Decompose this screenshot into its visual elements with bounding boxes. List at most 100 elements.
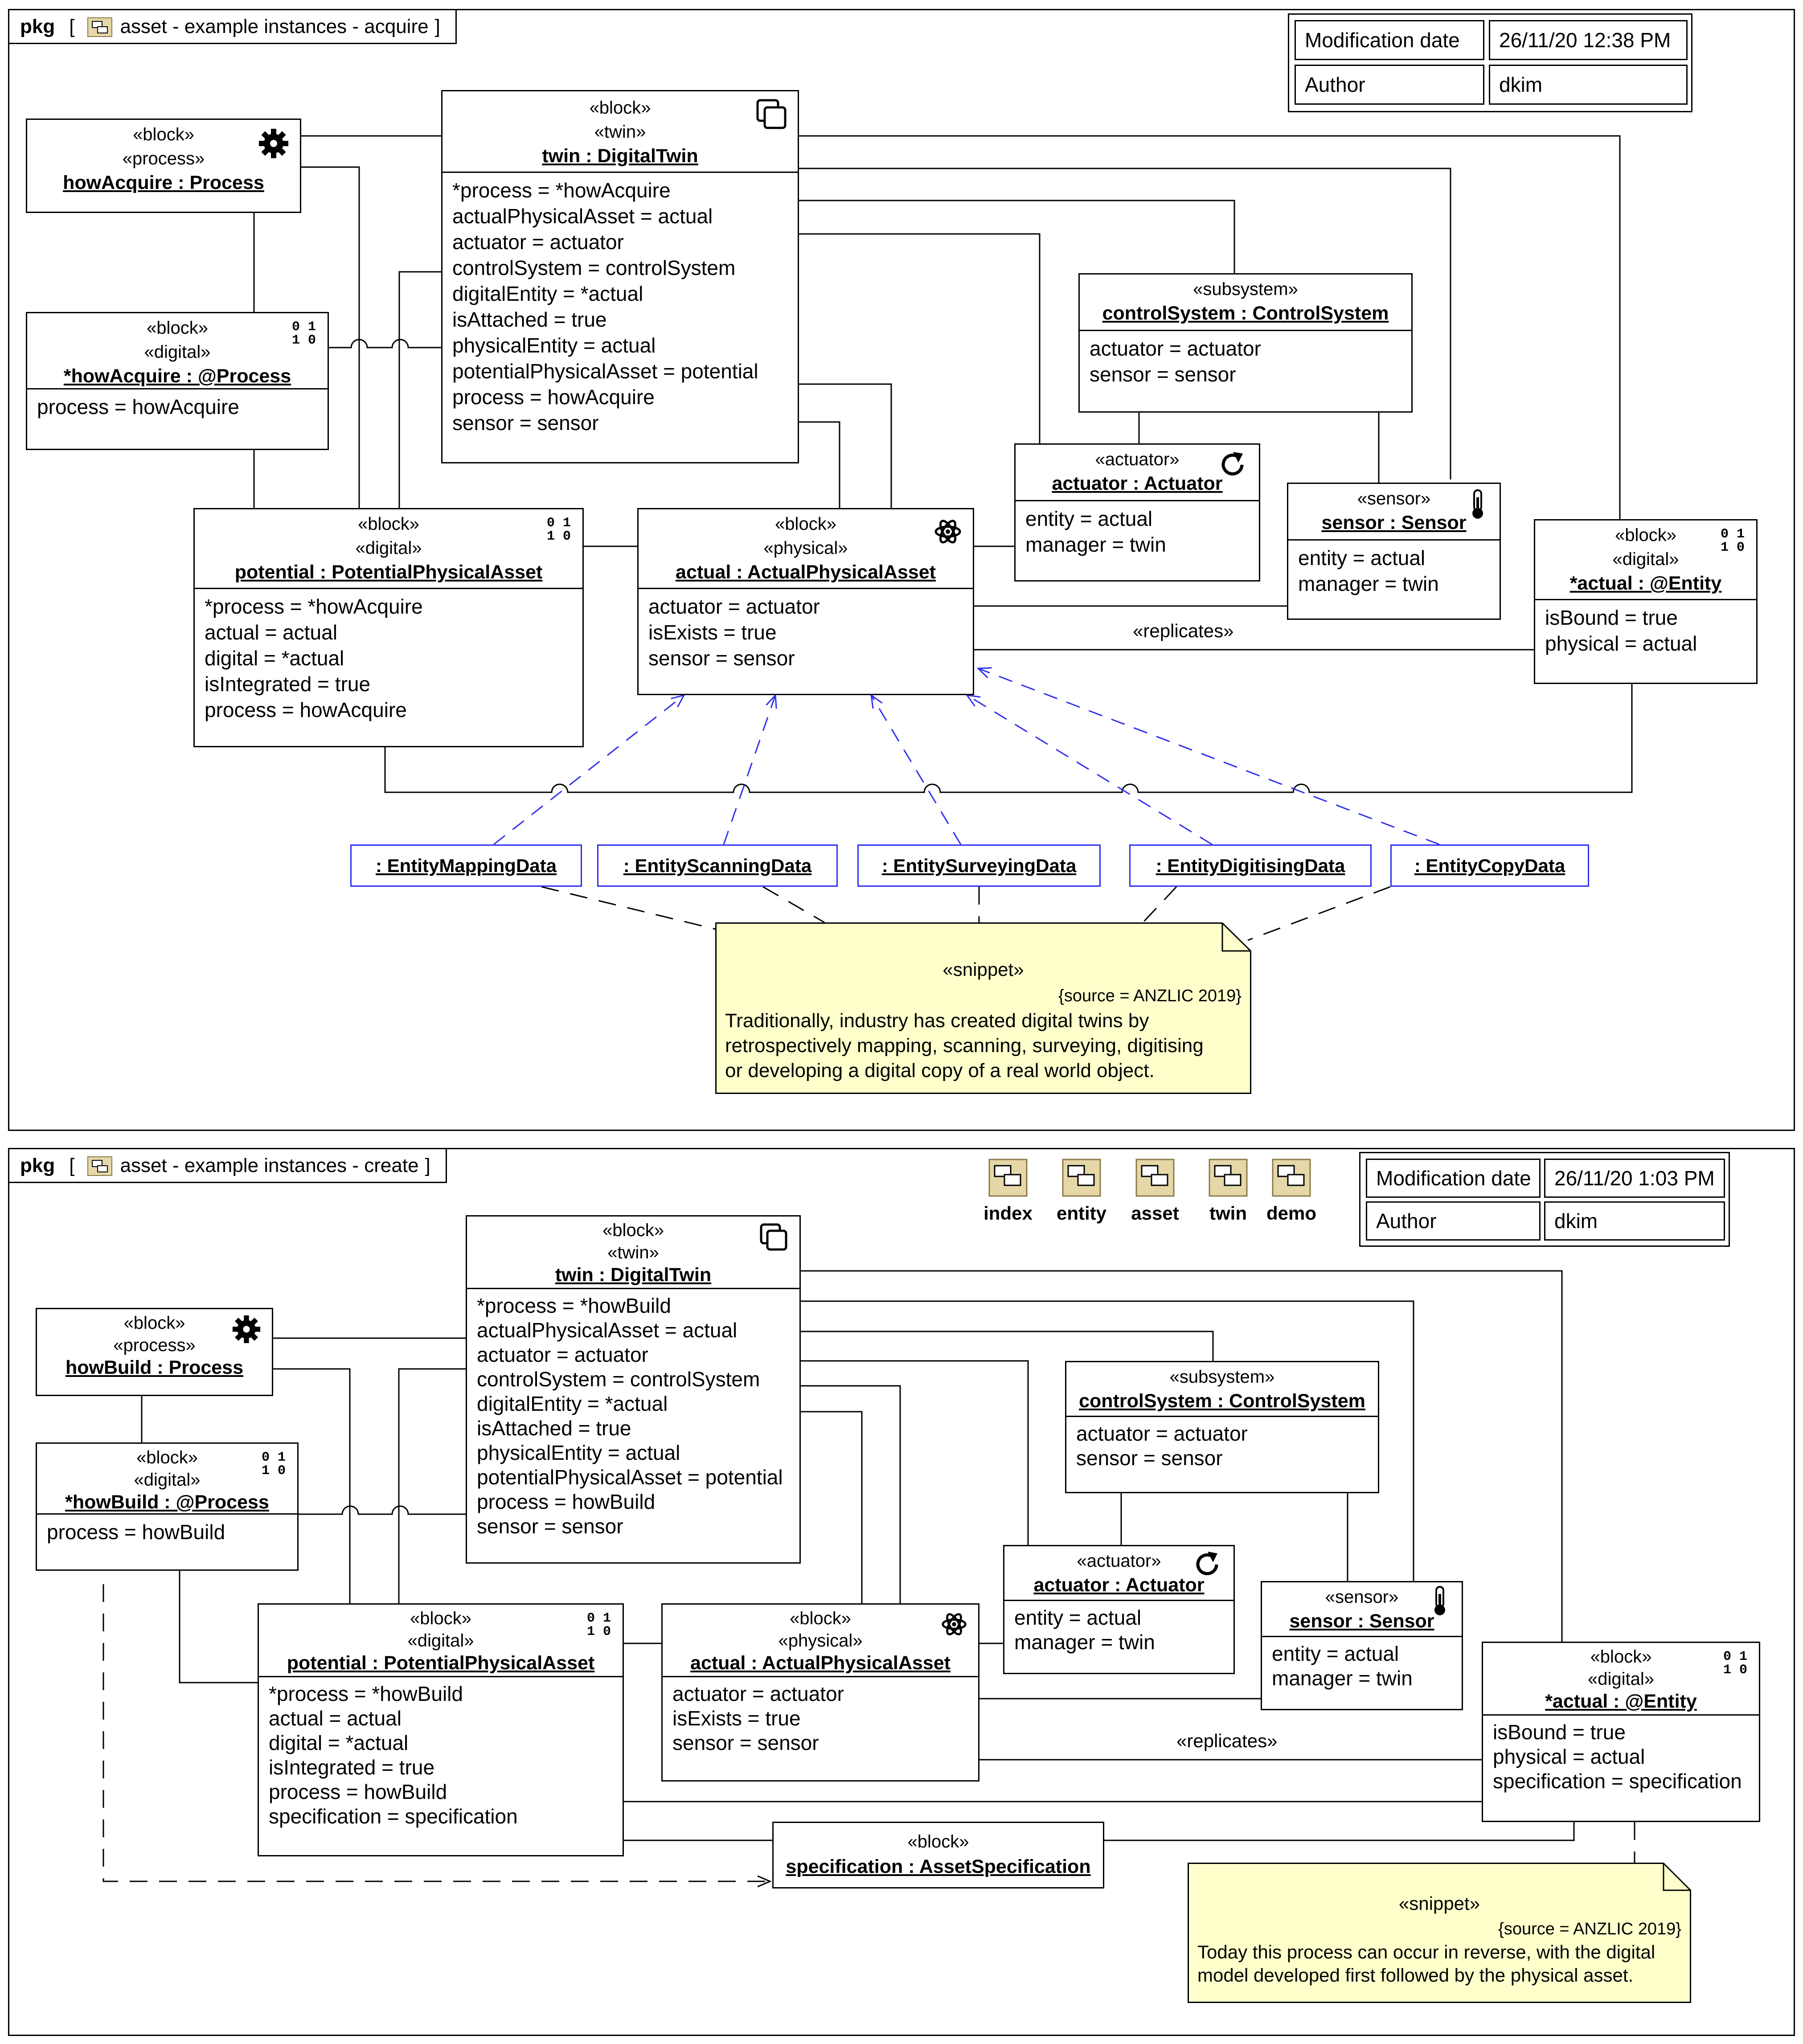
specification-block[interactable]: «block» specification : AssetSpecificati… — [772, 1822, 1104, 1888]
slot: process = howAcquire — [205, 698, 407, 721]
slot: actuator = actuator — [672, 1682, 844, 1705]
block-name: *actual : @Entity — [1545, 1691, 1697, 1712]
slot: actuator = actuator — [648, 595, 820, 618]
link-digital-twin-b — [299, 1505, 466, 1515]
note-stereotype: «snippet» — [942, 959, 1024, 980]
slot: process = howAcquire — [37, 395, 239, 418]
nav-twin[interactable]: twin — [1201, 1157, 1255, 1224]
actuator-block[interactable]: «actuator» actuator : Actuator entity = … — [1014, 443, 1260, 582]
nav-index[interactable]: index — [981, 1157, 1035, 1224]
block-name: actual : ActualPhysicalAsset — [690, 1652, 951, 1674]
package-icon — [87, 1154, 114, 1177]
process-block[interactable]: «block» «process» howAcquire : Process — [26, 119, 301, 213]
block-name: controlSystem : ControlSystem — [1102, 303, 1389, 324]
nav-asset[interactable]: asset — [1128, 1157, 1182, 1224]
package-icon — [1135, 1159, 1175, 1197]
dep-mapping — [493, 694, 685, 845]
control-system-block-b[interactable]: «subsystem» controlSystem : ControlSyste… — [1065, 1361, 1379, 1493]
slot: process = howAcquire — [452, 385, 655, 409]
thermometer-icon — [1467, 488, 1489, 527]
entity-digitising-data[interactable]: : EntityDigitisingData — [1129, 844, 1372, 887]
digital-process-block-b[interactable]: «block» «digital» *howBuild : @Process 0… — [36, 1442, 299, 1571]
block-name: potential : PotentialPhysicalAsset — [287, 1652, 595, 1674]
mod-date-label: Modification date — [1295, 20, 1484, 60]
slot: physicalEntity = actual — [477, 1441, 680, 1464]
link-digital-twin — [329, 339, 441, 348]
process-block-b[interactable]: «block» «process» howBuild : Process — [36, 1308, 273, 1396]
potential-block[interactable]: «block» «digital» potential : PotentialP… — [193, 508, 584, 747]
slot: isAttached = true — [477, 1417, 631, 1440]
nav-entity[interactable]: entity — [1055, 1157, 1108, 1224]
note-source: {source = ANZLIC 2019} — [1058, 987, 1242, 1005]
thermometer-icon — [1429, 1585, 1451, 1623]
link-process-potential — [301, 166, 360, 508]
actuator-block-b[interactable]: «actuator» actuator : Actuator entity = … — [1003, 1545, 1235, 1674]
slot: actualPhysicalAsset = actual — [452, 205, 713, 228]
atom-icon — [941, 1611, 967, 1643]
block-name: sensor : Sensor — [1289, 1610, 1434, 1632]
block-name: actuator : Actuator — [1052, 473, 1223, 494]
slot: manager = twin — [1025, 533, 1166, 556]
slot: actuator = actuator — [1090, 337, 1261, 360]
bottom-diagram-header[interactable]: pkg [ asset - example instances - create… — [9, 1149, 447, 1183]
note-line: Traditionally, industry has created digi… — [725, 1010, 1149, 1032]
slot: sensor = sensor — [672, 1731, 819, 1754]
block-name: controlSystem : ControlSystem — [1079, 1390, 1365, 1412]
slot: entity = actual — [1025, 507, 1153, 530]
note-line: or developing a digital copy of a real w… — [725, 1060, 1155, 1081]
slot: entity = actual — [1014, 1606, 1142, 1629]
potential-block-b[interactable]: «block» «digital» potential : PotentialP… — [258, 1603, 624, 1856]
link-twin-actual-b1 — [801, 1385, 901, 1603]
digital-process-block[interactable]: «block» «digital» *howAcquire : @Process… — [26, 312, 329, 450]
block-name: twin : DigitalTwin — [542, 145, 698, 167]
slot: sensor = sensor — [477, 1515, 623, 1538]
actual-asset-block[interactable]: «block» «physical» actual : ActualPhysic… — [637, 508, 974, 695]
slot: physicalEntity = actual — [452, 334, 656, 357]
twin-block-b[interactable]: «block» «twin» twin : DigitalTwin *proce… — [466, 1215, 801, 1564]
slot: sensor = sensor — [1090, 363, 1236, 386]
entity-surveying-data[interactable]: : EntitySurveyingData — [857, 844, 1101, 887]
link-twin-sensor-b — [801, 1300, 1414, 1581]
entity-scanning-data[interactable]: : EntityScanningData — [597, 844, 838, 887]
block-name: howBuild : Process — [65, 1357, 243, 1378]
entity-mapping-data[interactable]: : EntityMappingData — [350, 844, 582, 887]
author-value: dkim — [1489, 65, 1688, 105]
slot: specification = specification — [269, 1805, 518, 1828]
twin-block[interactable]: «block» «twin» twin : DigitalTwin *proce… — [441, 90, 799, 463]
control-system-block[interactable]: «subsystem» controlSystem : ControlSyste… — [1078, 273, 1413, 413]
gear-icon — [258, 128, 289, 165]
block-name: potential : PotentialPhysicalAsset — [234, 561, 543, 583]
actual-asset-block-b[interactable]: «block» «physical» actual : ActualPhysic… — [661, 1603, 979, 1782]
note-line: model developed first followed by the ph… — [1197, 1965, 1634, 1986]
link-twin-actuator — [799, 233, 1041, 443]
mod-date-label: Modification date — [1366, 1159, 1541, 1198]
slot: actuator = actuator — [452, 230, 624, 254]
slot: isIntegrated = true — [269, 1756, 435, 1779]
link-twin-actual-b2 — [801, 1411, 863, 1603]
link-twin-potential-b — [398, 1368, 466, 1603]
top-note-anchors — [541, 886, 1391, 941]
package-icon — [87, 15, 114, 38]
slot: potentialPhysicalAsset = potential — [477, 1466, 783, 1489]
slot: isBound = true — [1545, 606, 1678, 629]
slot: digital = *actual — [269, 1731, 409, 1754]
snippet-note-b: «snippet» {source = ANZLIC 2019} Today t… — [1188, 1863, 1691, 2003]
slot: digitalEntity = *actual — [452, 282, 643, 305]
link-digital-potential-b — [179, 1571, 258, 1684]
sensor-block-b[interactable]: «sensor» sensor : Sensor entity = actual… — [1261, 1581, 1463, 1710]
bottom-diagram-frame: pkg [ asset - example instances - create… — [8, 1148, 1795, 2036]
nav-demo[interactable]: demo — [1265, 1157, 1318, 1224]
entity-copy-data[interactable]: : EntityCopyData — [1390, 844, 1589, 887]
diagram-title: asset - example instances - create — [120, 1154, 419, 1176]
slot: entity = actual — [1298, 546, 1426, 569]
link-twin-actuator-b — [801, 1360, 1029, 1545]
top-diagram-header[interactable]: pkg [ asset - example instances - acquir… — [9, 10, 457, 44]
sensor-block[interactable]: «sensor» sensor : Sensor entity = actual… — [1287, 483, 1501, 620]
link-process-potential-b — [273, 1368, 351, 1603]
